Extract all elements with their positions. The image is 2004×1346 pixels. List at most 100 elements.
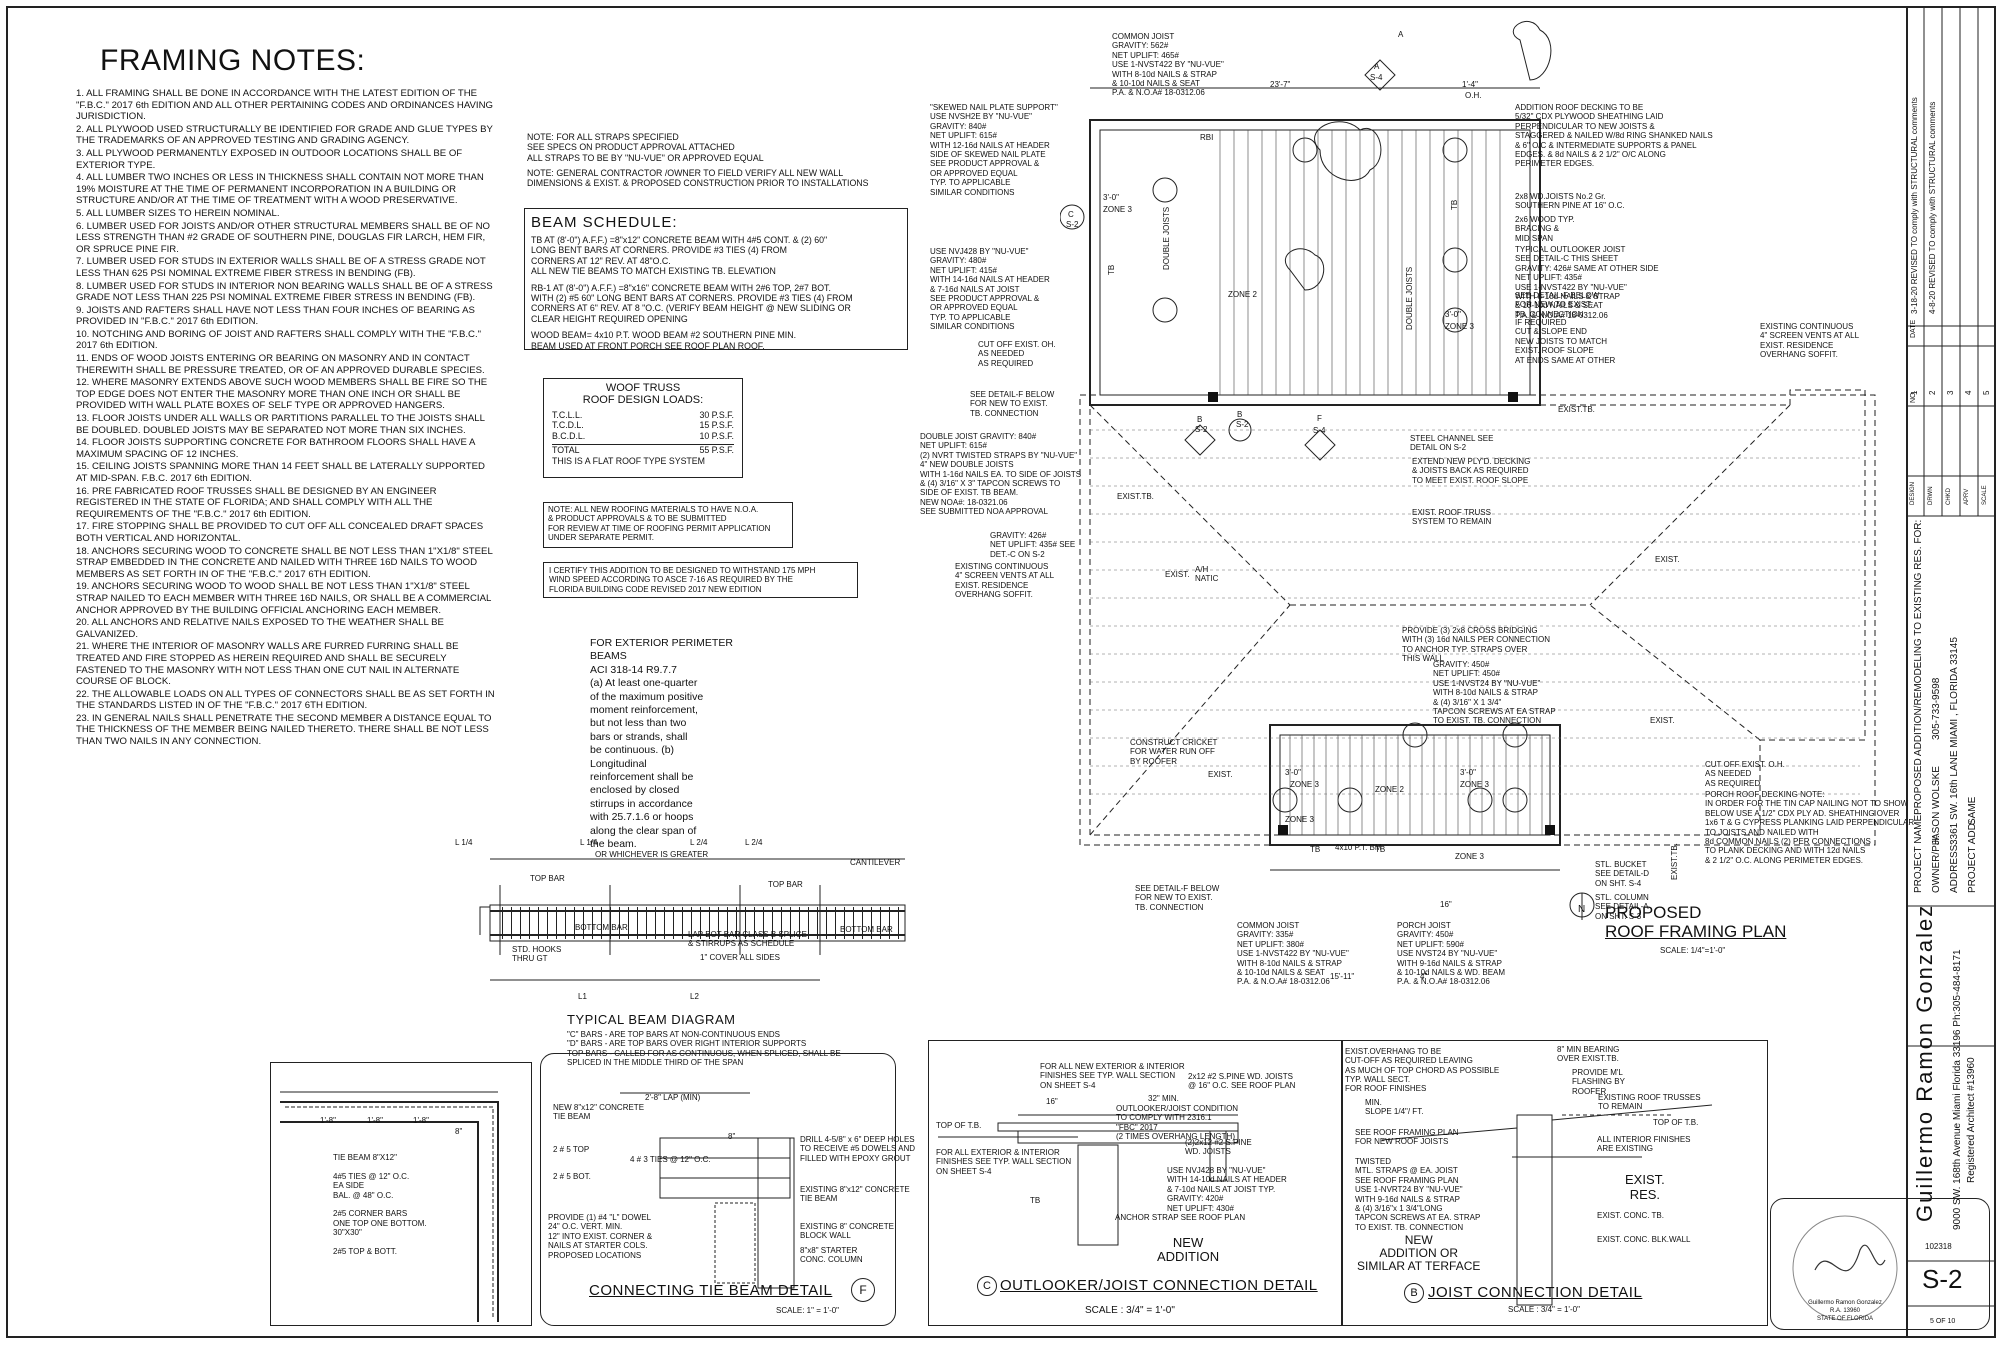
stirrup <box>718 907 719 939</box>
stirrup <box>772 907 773 939</box>
beam-label-l24-b: L 2/4 <box>745 838 763 847</box>
role-label: APRV <box>1964 488 1970 505</box>
joist-marker: B <box>1404 1283 1424 1303</box>
strap-circle <box>1152 177 1178 203</box>
roof-load-row: B.C.D.L. 10 P.S.F. <box>552 431 734 441</box>
addition-outline <box>1089 119 1541 406</box>
stirrup <box>556 907 557 939</box>
tie-beam-plan <box>280 1091 499 1322</box>
stirrup <box>592 907 593 939</box>
column-mark <box>1545 825 1555 835</box>
stirrup <box>664 907 665 939</box>
joist-scale: SCALE : 3/4" = 1'-0" <box>1508 1305 1580 1314</box>
beam-label-topbar-a: TOP BAR <box>530 874 565 883</box>
stirrup <box>709 907 710 939</box>
roof-plan-scale: SCALE: 1/4"=1'-0" <box>1660 946 1726 955</box>
certify-note-box: I CERTIFY THIS ADDITION TO BE DESIGNED T… <box>543 562 858 598</box>
stirrup <box>754 907 755 939</box>
marker-s2-a: S-2 <box>1066 220 1079 229</box>
load-value: 10 P.S.F. <box>699 430 734 441</box>
tie-beam-detail-frame <box>270 1062 532 1326</box>
roof-loads-note: THIS IS A FLAT ROOF TYPE SYSTEM <box>552 455 706 466</box>
tie-dim-4: 8" <box>455 1127 463 1136</box>
load-label: B.C.D.L. <box>552 430 586 441</box>
plan-exist-b: EXIST. <box>1655 555 1680 564</box>
outl-condition: OUTLOOKER/JOIST CONDITION TO COMPLY WITH… <box>1116 1104 1239 1142</box>
stirrup <box>871 907 872 939</box>
stirrup <box>682 907 683 939</box>
plan-zone-3c: ZONE 3 <box>1290 780 1319 789</box>
joist-detail-drawing <box>1381 1104 1713 1306</box>
plan-tb-d: TB <box>1375 845 1386 854</box>
joist-detail-title: JOIST CONNECTION DETAIL <box>1428 1284 1643 1301</box>
outl-new-addition: NEW ADDITION <box>1157 1235 1220 1264</box>
connecting-detail-title: CONNECTING TIE BEAM DETAIL <box>589 1282 833 1299</box>
roof-loads-box: WOOF TRUSS ROOF DESIGN LOADS: T.C.L.L.30… <box>543 378 743 478</box>
jc-exist-wall: EXIST. CONC. BLK.WALL <box>1597 1235 1691 1244</box>
signature-stroke <box>1814 1244 1886 1272</box>
project-name: PROPOSED ADDITION/REMODELING TO EXISTING… <box>1913 519 1924 815</box>
hip-line-1 <box>1089 404 1291 606</box>
stirrup <box>826 907 827 939</box>
rev-header-no: NO. <box>1910 390 1917 403</box>
steel-channel-mark <box>1508 392 1518 402</box>
outl-top-tb: TOP OF T.B. <box>936 1121 982 1130</box>
stirrup <box>880 907 881 939</box>
outl-16: 16" <box>1046 1097 1058 1106</box>
stirrup <box>673 907 674 939</box>
callout-gravity-450: GRAVITY: 450# NET UPLIFT: 450# USE 1-NVS… <box>1433 660 1556 726</box>
callout-detail-f-1: SEE DETAIL-F BELOW FOR NEW TO EXIST. TB.… <box>1515 291 1600 319</box>
beam-stirrups <box>502 907 899 939</box>
roofing-note-box: NOTE: ALL NEW ROOFING MATERIALS TO HAVE … <box>543 502 793 548</box>
outlooker-detail-title: OUTLOOKER/JOIST CONNECTION DETAIL <box>1000 1277 1318 1294</box>
stirrup <box>781 907 782 939</box>
tree-symbol <box>1314 121 1382 181</box>
stirrup <box>727 907 728 939</box>
existing-truss <box>1551 1104 1713 1121</box>
outlooker-marker: C <box>977 1276 997 1296</box>
outl-anchor: ANCHOR STRAP SEE ROOF PLAN <box>1115 1213 1246 1222</box>
callout-cut-slope: IF REQUIRED CUT & SLOPE END NEW JOISTS T… <box>1515 318 1616 365</box>
callout-gravity-426: GRAVITY: 426# NET UPLIFT: 435# SEE DET.-… <box>990 531 1076 559</box>
outl-nvj: USE NVJ428 BY "NU-VUE" WITH 14-10d NAILS… <box>1167 1166 1287 1213</box>
existing-roof-outline <box>1089 389 1866 836</box>
plan-zone-3b: ZONE 3 <box>1445 322 1474 331</box>
marker-f: F <box>1317 414 1322 423</box>
stirrup <box>655 907 656 939</box>
stirrup <box>520 907 521 939</box>
callout-outlooker-joist: TYPICAL OUTLOOKER JOIST SEE DETAIL-C THI… <box>1515 245 1659 320</box>
callout-porch-decking: PORCH ROOF DECKING NOTE: IN ORDER FOR TH… <box>1705 790 1915 865</box>
jc-overhang: EXIST.OVERHANG TO BE CUT-OFF AS REQUIRED… <box>1345 1047 1500 1075</box>
framing-note-item: 16. PRE FABRICATED ROOF TRUSSES SHALL BE… <box>76 485 440 520</box>
plan-dim-4in: 4" <box>1420 972 1428 981</box>
plan-double-joists-b: DOUBLE JOISTS <box>1405 266 1414 330</box>
conn-8in: 8" <box>728 1132 736 1141</box>
callout-steel-channel: STEEL CHANNEL SEE DETAIL ON S-2 <box>1410 434 1494 453</box>
connecting-marker: F <box>851 1278 875 1302</box>
strap-circle <box>1442 247 1468 273</box>
role-label: DRWN <box>1928 486 1934 505</box>
conn-ties: 4 # 3 TIES @ 12" O.C. <box>630 1155 711 1164</box>
framing-note-item: 4. ALL LUMBER TWO INCHES OR LESS IN THIC… <box>76 172 487 207</box>
jc-exist-truss: EXISTING ROOF TRUSSES TO REMAIN <box>1598 1093 1701 1112</box>
seal-reg: R.A. 13960 <box>1829 1308 1861 1314</box>
role-label: SCALE <box>1982 485 1988 505</box>
callout-detail-f-2: SEE DETAIL-F BELOW FOR NEW TO EXIST. TB.… <box>970 390 1055 418</box>
tie-beam-inner <box>280 1121 479 1322</box>
seal-circle <box>1792 1215 1898 1321</box>
existing-wall-section <box>1516 1114 1553 1306</box>
plan-zone-3d: ZONE 3 <box>1460 780 1489 789</box>
conn-provide: PROVIDE (1) #4 "L" DOWEL 24" O.C. VERT. … <box>548 1213 653 1260</box>
beam-label-cover: 1" COVER ALL SIDES <box>700 953 780 962</box>
tie-beam-section <box>1077 1144 1119 1246</box>
plan-attic: A/H NATIC <box>1195 565 1219 583</box>
architect-seal <box>1792 1215 1898 1321</box>
joist-lines <box>1219 130 1543 835</box>
beam-schedule-box: BEAM SCHEDULE: TB AT (8'-0") A.F.F.) =8"… <box>524 208 908 351</box>
strap-circle <box>1402 722 1428 748</box>
conn-drill: DRILL 4-5/8" x 6" DEEP HOLES TO RECEIVE … <box>800 1135 915 1163</box>
marker-s2-b: S-2 <box>1195 425 1208 434</box>
callout-porch-joist: PORCH JOIST GRAVITY: 450# NET UPLIFT: 59… <box>1397 921 1506 987</box>
beam-label-l14-b: L 1/4 <box>580 838 598 847</box>
stirrup <box>565 907 566 939</box>
